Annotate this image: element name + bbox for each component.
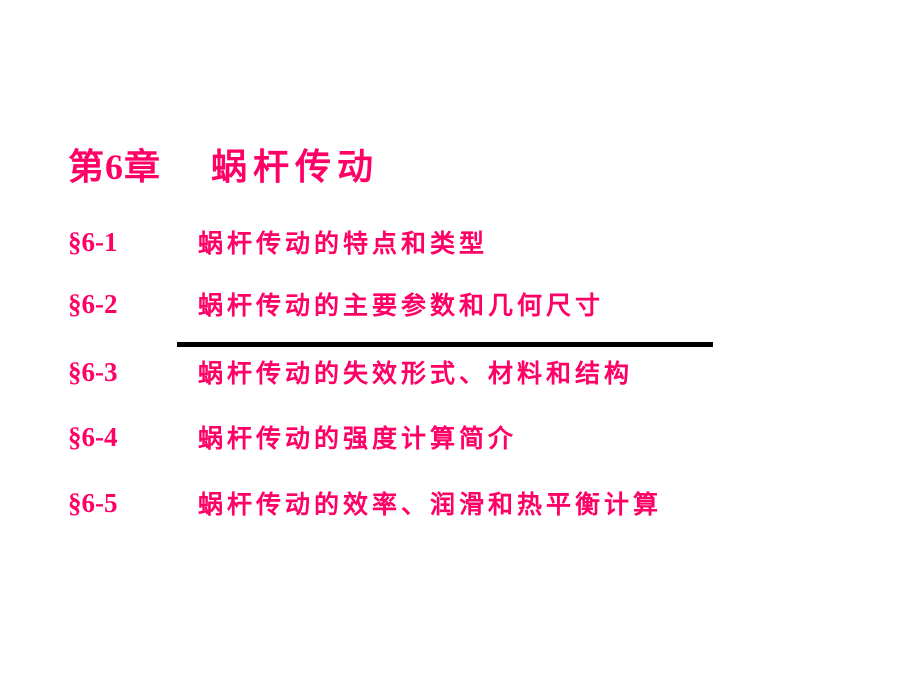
section-text: 蜗杆传动的效率、润滑和热平衡计算 <box>198 490 663 519</box>
chapter-name: 蜗杆传动 <box>211 146 380 188</box>
section-text: 蜗杆传动的主要参数和几何尺寸 <box>198 291 605 320</box>
section-text: 蜗杆传动的强度计算简介 <box>198 424 518 453</box>
section-item: §6-1 蜗杆传动的特点和类型 <box>68 222 488 262</box>
chapter-number: 第6章 <box>68 147 162 187</box>
section-number: §6-1 <box>68 226 118 257</box>
section-item: §6-5 蜗杆传动的效率、润滑和热平衡计算 <box>68 483 662 523</box>
section-number: §6-5 <box>68 487 118 518</box>
chapter-title: 第6章 蜗杆传动 <box>68 138 379 190</box>
section-text: 蜗杆传动的特点和类型 <box>198 229 489 258</box>
section-text: 蜗杆传动的失效形式、材料和结构 <box>198 359 634 388</box>
section-number: §6-3 <box>68 356 118 387</box>
section-item: §6-2 蜗杆传动的主要参数和几何尺寸 <box>68 284 604 324</box>
divider-line <box>177 342 713 347</box>
section-item: §6-3 蜗杆传动的失效形式、材料和结构 <box>68 352 633 392</box>
section-number: §6-2 <box>68 288 118 319</box>
section-item: §6-4 蜗杆传动的强度计算简介 <box>68 417 517 457</box>
section-number: §6-4 <box>68 421 118 452</box>
